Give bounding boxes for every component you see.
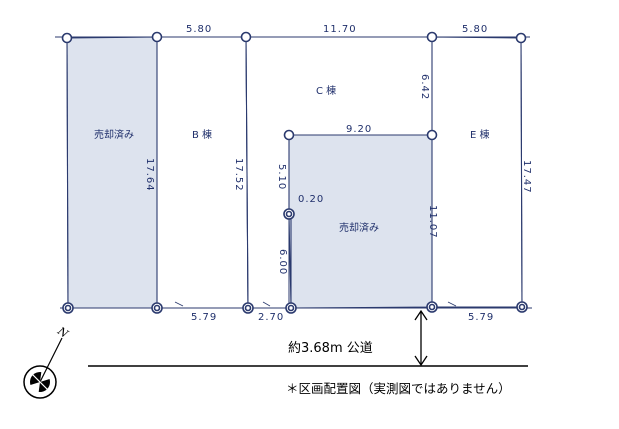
dim-inner-top: 9.20: [346, 124, 373, 135]
lot-label-c: C 棟: [316, 86, 337, 97]
dim-inner-left-upper: 5.10: [276, 164, 287, 191]
lot-e-area: [431, 36, 523, 308]
footnote: ＊区画配置図（実測図ではありません）: [286, 381, 511, 396]
lot-label-sold-left: 売却済み: [94, 130, 134, 141]
dim-inner-left-lower: 6.00: [277, 249, 288, 276]
marker-circle-icon: [426, 129, 438, 141]
marker-circle-icon: [61, 32, 73, 44]
dim-inner-jog: 0.20: [298, 194, 325, 205]
lot-label-b: B 棟: [192, 130, 213, 141]
dim-top-3: 5.80: [462, 24, 489, 35]
marker-circle-icon: [240, 31, 252, 43]
road-label: 約3.68m 公道: [288, 341, 373, 356]
dimension-ticks: [174, 301, 457, 307]
marker-circle-icon: [518, 303, 526, 311]
dim-bottom-2: 2.70: [258, 312, 285, 323]
dim-bottom-1: 5.79: [191, 312, 218, 323]
dim-c-upper-right: 6.42: [419, 74, 430, 101]
dim-top-1: 5.80: [186, 24, 213, 35]
road-width-arrow: [414, 309, 428, 367]
lot-label-sold-center: 売却済み: [339, 223, 379, 234]
dim-top-2: 11.70: [323, 24, 357, 35]
marker-circle-icon: [151, 31, 163, 43]
marker-circle-icon: [283, 129, 295, 141]
marker-circle-icon: [153, 304, 161, 312]
marker-circle-icon: [244, 304, 252, 312]
dim-inner-right: 11.07: [427, 205, 438, 239]
marker-circle-icon: [287, 304, 295, 312]
marker-circle-icon: [426, 31, 438, 43]
dim-left-lot-depth: 17.64: [144, 158, 155, 192]
survey-markers: [61, 31, 528, 314]
marker-circle-icon: [64, 304, 72, 312]
lot-label-e: E 棟: [470, 130, 490, 141]
marker-circle-icon: [285, 210, 293, 218]
dim-bottom-3: 5.79: [468, 312, 495, 323]
dim-b-lot-depth: 17.52: [233, 158, 244, 192]
marker-circle-icon: [428, 303, 436, 311]
dim-e-lot-depth: 17.47: [521, 160, 532, 194]
compass-icon: [23, 337, 63, 399]
marker-circle-icon: [515, 32, 527, 44]
